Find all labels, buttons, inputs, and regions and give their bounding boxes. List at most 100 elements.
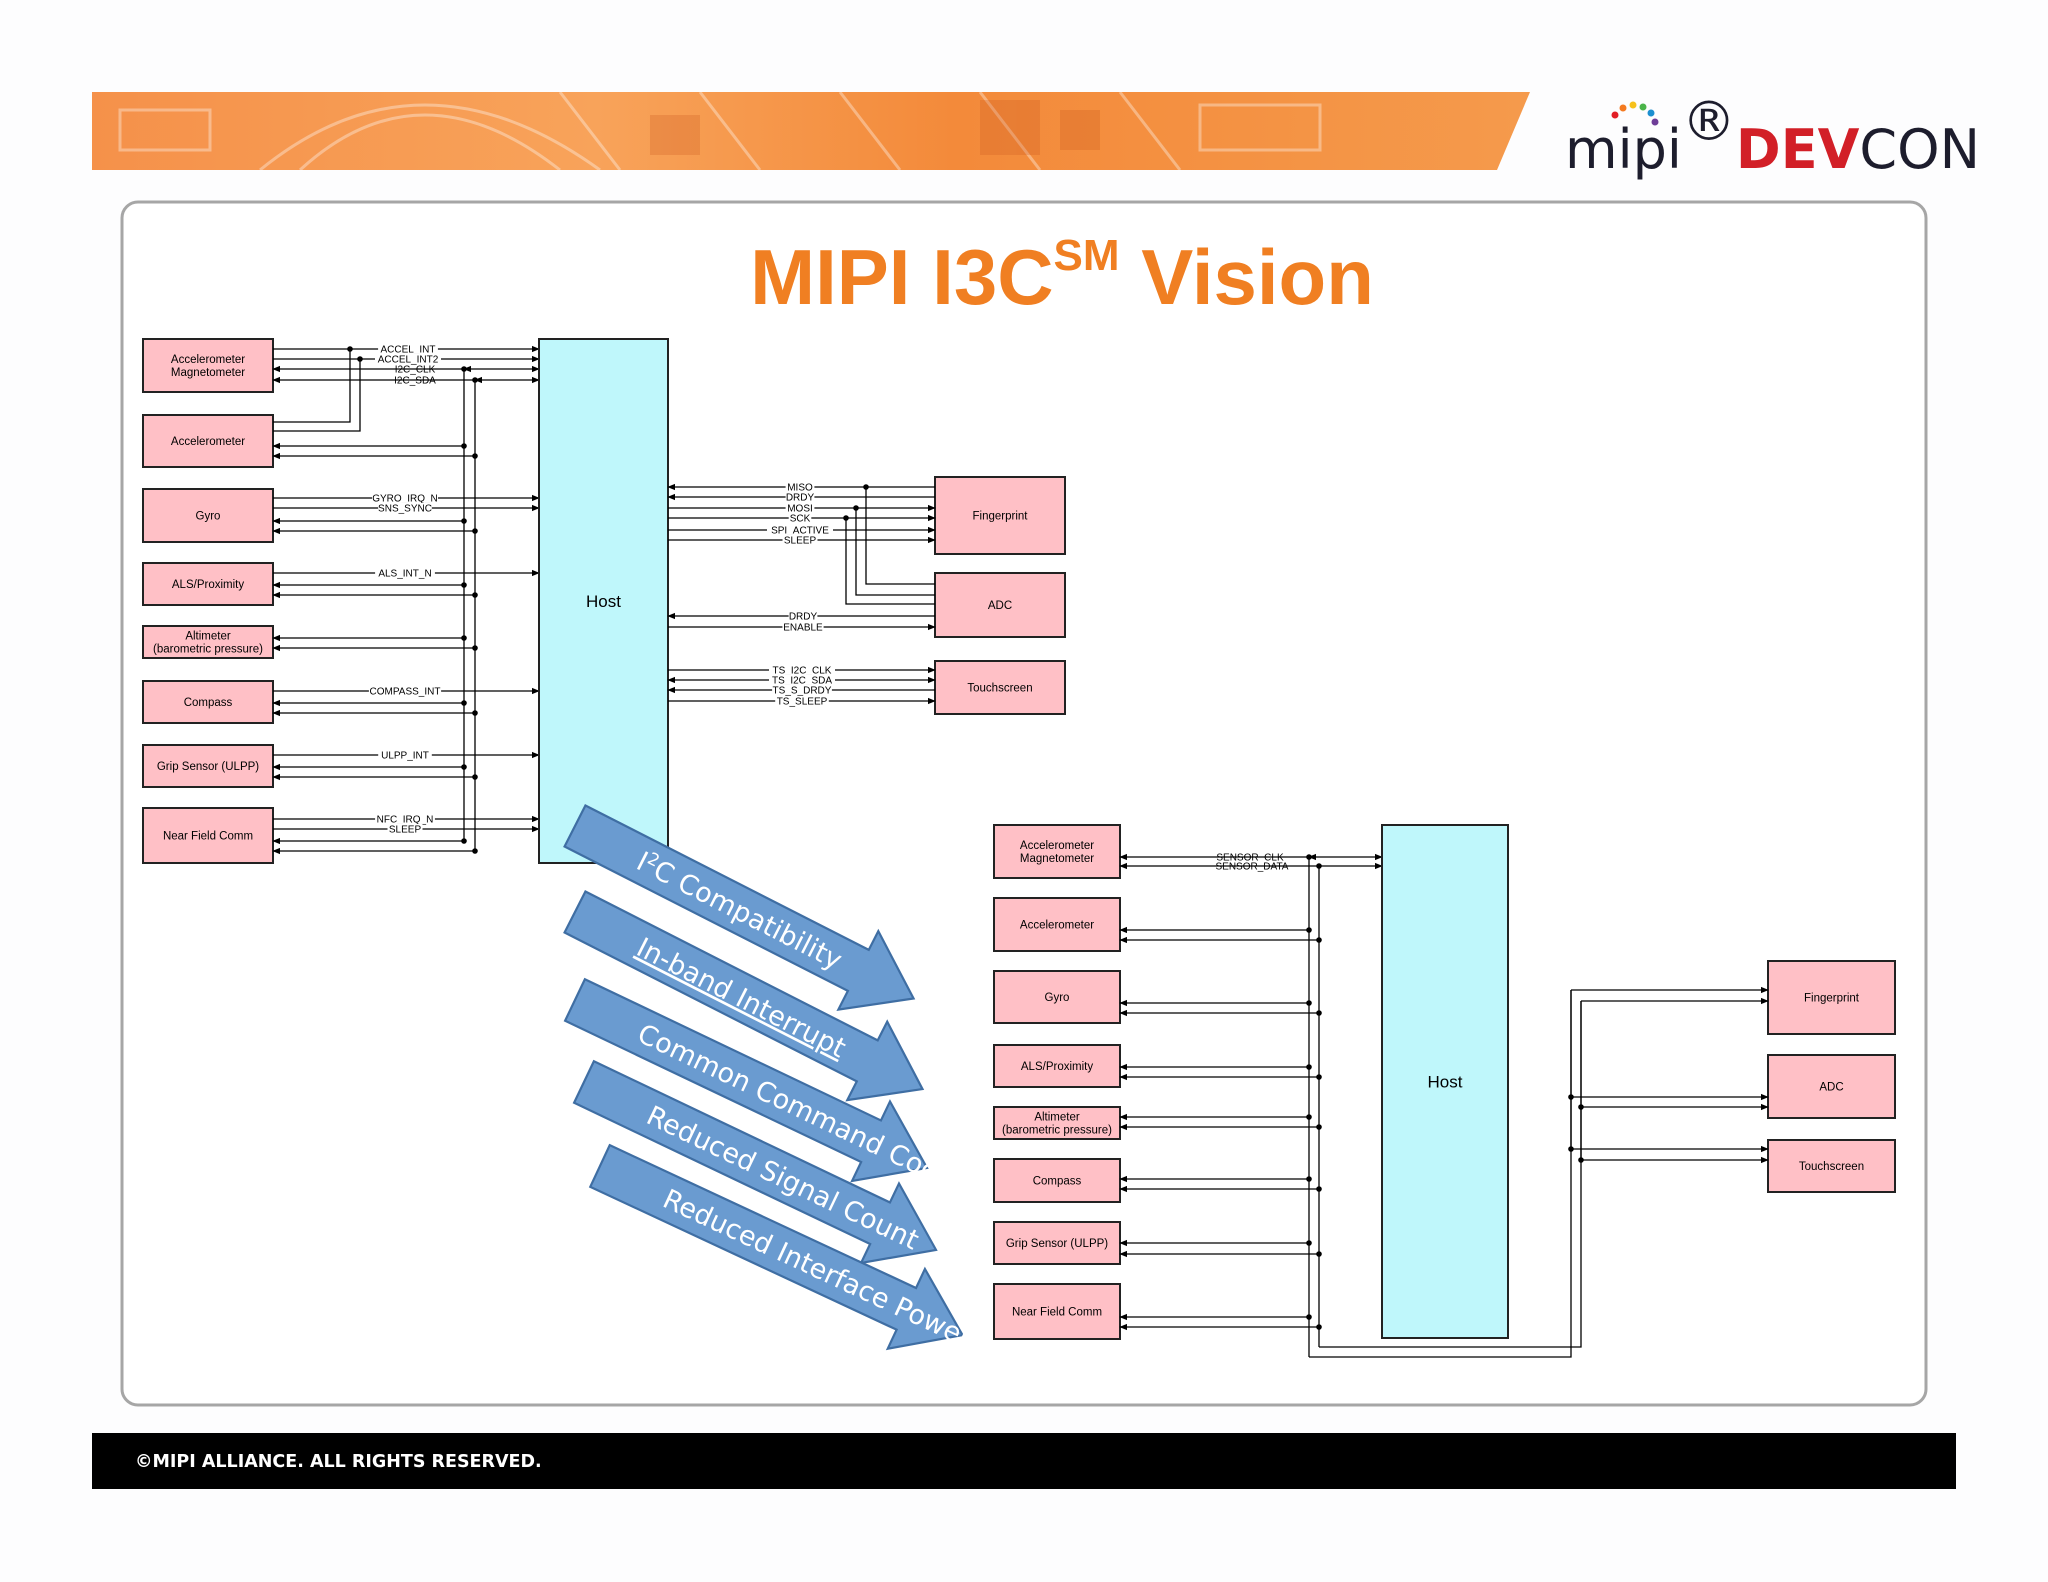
footer-bar (92, 1433, 1956, 1489)
signal-label-bg (772, 685, 832, 695)
signal-label-bg (785, 503, 815, 513)
footer-copyright: ©MIPI ALLIANCE. ALL RIGHTS RESERVED. (135, 1452, 542, 1472)
signal-accel-int: ACCEL_INT (380, 345, 435, 356)
signal-i2c-sda: I2C_SDA (394, 376, 436, 387)
right-touchscreen: Touchscreen (1767, 1139, 1896, 1193)
left-sensor-1-box (142, 338, 274, 393)
junction-dot (1316, 937, 1322, 943)
logo-con: CON (1859, 118, 1980, 181)
feature-arrow-shape (563, 804, 916, 1011)
junction-dot (472, 645, 478, 651)
left-adc-label: ADC (988, 600, 1012, 612)
left-host-label: Host (586, 592, 621, 611)
title-main: MIPI I3C (750, 233, 1053, 321)
junction-dot (1306, 927, 1312, 933)
left-sensor-8-box (142, 807, 274, 864)
left-sensor-8: Near Field Comm (142, 807, 274, 864)
junction-dot (843, 515, 849, 521)
junction-dot (863, 484, 869, 490)
junction-dot (461, 518, 467, 524)
right-sensor-5: Altimeter(barometric pressure) (993, 1106, 1121, 1140)
signal-adc-drdy: DRDY (789, 612, 818, 623)
logo-mipi: mipi (1565, 118, 1682, 181)
junction-dot (472, 710, 478, 716)
junction-dot (461, 443, 467, 449)
junction-dot (853, 505, 859, 511)
signal-ts-i2c-clk: TS_I2C_CLK (773, 666, 832, 677)
left-sensor-2: Accelerometer (142, 414, 274, 468)
junction-dot (472, 848, 478, 854)
left-host-box (538, 338, 669, 864)
signal-label-bg (782, 622, 824, 632)
right-sensor-8-label: Near Field Comm (1012, 1307, 1102, 1319)
right-fingerprint: Fingerprint (1767, 960, 1896, 1035)
junction-dot (461, 764, 467, 770)
right-touchscreen-box (1767, 1139, 1896, 1193)
logo-dev: DEV (1736, 118, 1860, 181)
junction-dot (472, 377, 478, 383)
left-sensor-7-label: Grip Sensor (ULPP) (157, 761, 259, 773)
right-sensor-4-label: ALS/Proximity (1021, 1061, 1093, 1073)
right-sensor-8: Near Field Comm (993, 1283, 1121, 1340)
signal-adc-enable: ENABLE (783, 623, 823, 634)
left-sensor-2-label: Accelerometer (171, 436, 245, 448)
junction-dot (1306, 1064, 1312, 1070)
right-sensor-5-label: (barometric pressure) (1002, 1125, 1112, 1137)
left-sensor-5-label: Altimeter (185, 631, 231, 643)
junction-dot (461, 366, 467, 372)
signal-spi-active: SPI_ACTIVE (771, 526, 829, 537)
right-sensor-4: ALS/Proximity (993, 1044, 1121, 1088)
signal-sck: SCK (790, 514, 811, 525)
right-sensor-4-box (993, 1044, 1121, 1088)
junction-dot (347, 346, 353, 352)
left-sensor-4-label: ALS/Proximity (172, 579, 244, 591)
left-fingerprint: Fingerprint (934, 476, 1066, 555)
junction-dot (357, 356, 363, 362)
signal-gyro-irq-n: GYRO_IRQ_N (372, 494, 438, 505)
junction-dot (1306, 1114, 1312, 1120)
signal-label-bg (785, 492, 815, 502)
right-sensor-5-box (993, 1106, 1121, 1140)
right-sensor-2: Accelerometer (993, 897, 1121, 952)
logo-dots (1611, 101, 1659, 126)
left-fingerprint-label: Fingerprint (973, 511, 1029, 523)
right-sensor-5-label: Altimeter (1034, 1112, 1080, 1124)
title-tail: Vision (1120, 233, 1374, 321)
signal-label-bg (375, 568, 435, 578)
header-banner (92, 91, 1530, 172)
right-sensor-7: Grip Sensor (ULPP) (993, 1221, 1121, 1265)
signal-label-bg (788, 513, 812, 523)
left-fingerprint-box (934, 476, 1066, 555)
right-sensor-1-label: Magnetometer (1020, 853, 1094, 865)
junction-dot (472, 774, 478, 780)
left-sensor-3: Gyro (142, 488, 274, 543)
right-sensor-6-label: Compass (1033, 1176, 1082, 1188)
svg-text:mipi®DEVCON: mipi®DEVCON (1565, 90, 1980, 181)
signal-label-bg (782, 535, 818, 545)
right-sensor-3: Gyro (993, 970, 1121, 1024)
signal-label-bg (372, 493, 438, 503)
wire (273, 359, 361, 432)
left-touchscreen: Touchscreen (934, 660, 1066, 715)
right-touchscreen-label: Touchscreen (1799, 1161, 1864, 1173)
signal-label-bg (785, 482, 815, 492)
feature-arrow-shape (563, 977, 929, 1183)
left-adc-box (934, 572, 1066, 638)
signal-spi-sleep: SLEEP (784, 536, 817, 547)
junction-dot (1316, 1010, 1322, 1016)
junction-dot (1316, 1124, 1322, 1130)
left-sensor-6: Compass (142, 680, 274, 724)
junction-dot (472, 453, 478, 459)
feature-arrow-shape (572, 1059, 938, 1265)
signal-label-bg (378, 750, 432, 760)
signal-label-bg (775, 696, 829, 706)
left-sensor-4-box (142, 562, 274, 606)
signal-accel-int2: ACCEL_INT2 (378, 355, 439, 366)
signal-sns-sync: SNS_SYNC (378, 504, 432, 515)
junction-dot (461, 700, 467, 706)
signal-label-bg (375, 814, 435, 824)
wire (845, 518, 935, 605)
